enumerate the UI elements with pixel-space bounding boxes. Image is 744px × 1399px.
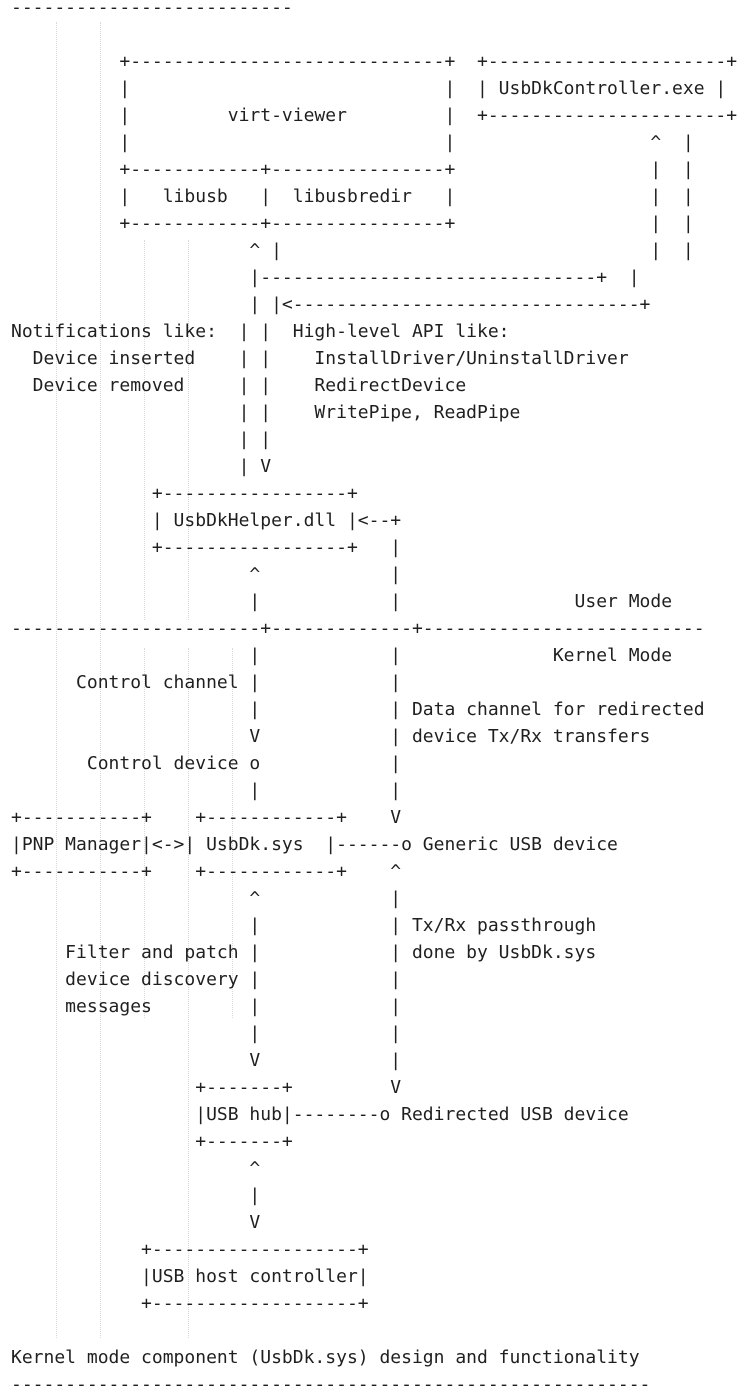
guide-line [188,240,189,620]
diagram-line [11,1317,737,1344]
diagram-line: ----------------------------------------… [11,1374,651,1395]
diagram-line: +-----------------+ [11,483,358,504]
diagram-line: Kernel mode component (UsbDk.sys) design… [11,1347,640,1368]
diagram-line: ^ | [11,564,402,585]
diagram-line: | |<--------------------------------+ [11,294,651,315]
diagram-line: +------------+----------------+ | | [11,159,694,180]
diagram-line: device discovery | | [11,969,402,990]
diagram-line: +-----------------+ | [11,537,402,558]
ascii-architecture-diagram: -------------------------- +------------… [11,0,737,1398]
diagram-line [11,21,737,48]
diagram-line: | | [11,780,402,801]
diagram-line: | | WritePipe, ReadPipe [11,402,521,423]
diagram-line: -------------------------- [11,0,293,18]
diagram-line: V | device Tx/Rx transfers [11,726,651,747]
diagram-line: | V [11,456,272,477]
diagram-line: Device removed | | RedirectDevice [11,375,467,396]
diagram-line: +-----------+ +------------+ V [11,807,402,828]
guide-line [188,648,189,1338]
diagram-line: Notifications like: | | High-level API l… [11,321,510,342]
diagram-line: |USB hub|--------o Redirected USB device [11,1104,629,1125]
diagram-line: -----------------------+-------------+--… [11,618,705,639]
diagram-line: | | [11,429,272,450]
guide-line [144,648,145,1018]
diagram-line: Filter and patch | | done by UsbDk.sys [11,942,597,963]
diagram-line: | | Kernel Mode [11,645,673,666]
diagram-line: | virt-viewer | +----------------------+ [11,105,738,126]
diagram-line: |-------------------------------+ | [11,267,640,288]
diagram-line: +-----------+ +------------+ ^ [11,861,402,882]
diagram-line: ^ | [11,888,402,909]
diagram-line: |USB host controller| [11,1266,369,1287]
diagram-line: +------------+----------------+ | | [11,213,694,234]
guide-line [144,240,145,620]
diagram-line: +-------+ V [11,1077,402,1098]
diagram-line: Control channel | | [11,672,402,693]
diagram-line: V [11,1212,261,1233]
diagram-line: | | ^ | [11,132,694,153]
guide-line [56,22,57,1338]
diagram-line: +-------------------+ [11,1239,369,1260]
diagram-line: | UsbDkHelper.dll |<--+ [11,510,402,531]
diagram-line: | | [11,1023,402,1044]
diagram-line: | | Data channel for redirected [11,699,705,720]
diagram-line: Control device o | [11,753,402,774]
diagram-line: | | Tx/Rx passthrough [11,915,597,936]
diagram-line: V | [11,1050,402,1071]
diagram-line: +-----------------------------+ +-------… [11,51,738,72]
diagram-line: | [11,1185,261,1206]
diagram-line: | | | UsbDkController.exe | [11,78,727,99]
diagram-line: Device inserted | | InstallDriver/Uninst… [11,348,629,369]
diagram-line: ^ | | | [11,240,694,261]
diagram-line: messages | | [11,996,402,1017]
guide-line [232,648,233,1018]
diagram-line: | | User Mode [11,591,673,612]
guide-line [100,22,101,1338]
diagram-line: +-------------------+ [11,1293,369,1314]
diagram-line: | libusb | libusbredir | | | [11,186,694,207]
diagram-line: +-------+ [11,1131,293,1152]
diagram-line: |PNP Manager|<->| UsbDk.sys |------o Gen… [11,834,618,855]
diagram-line: ^ [11,1158,261,1179]
